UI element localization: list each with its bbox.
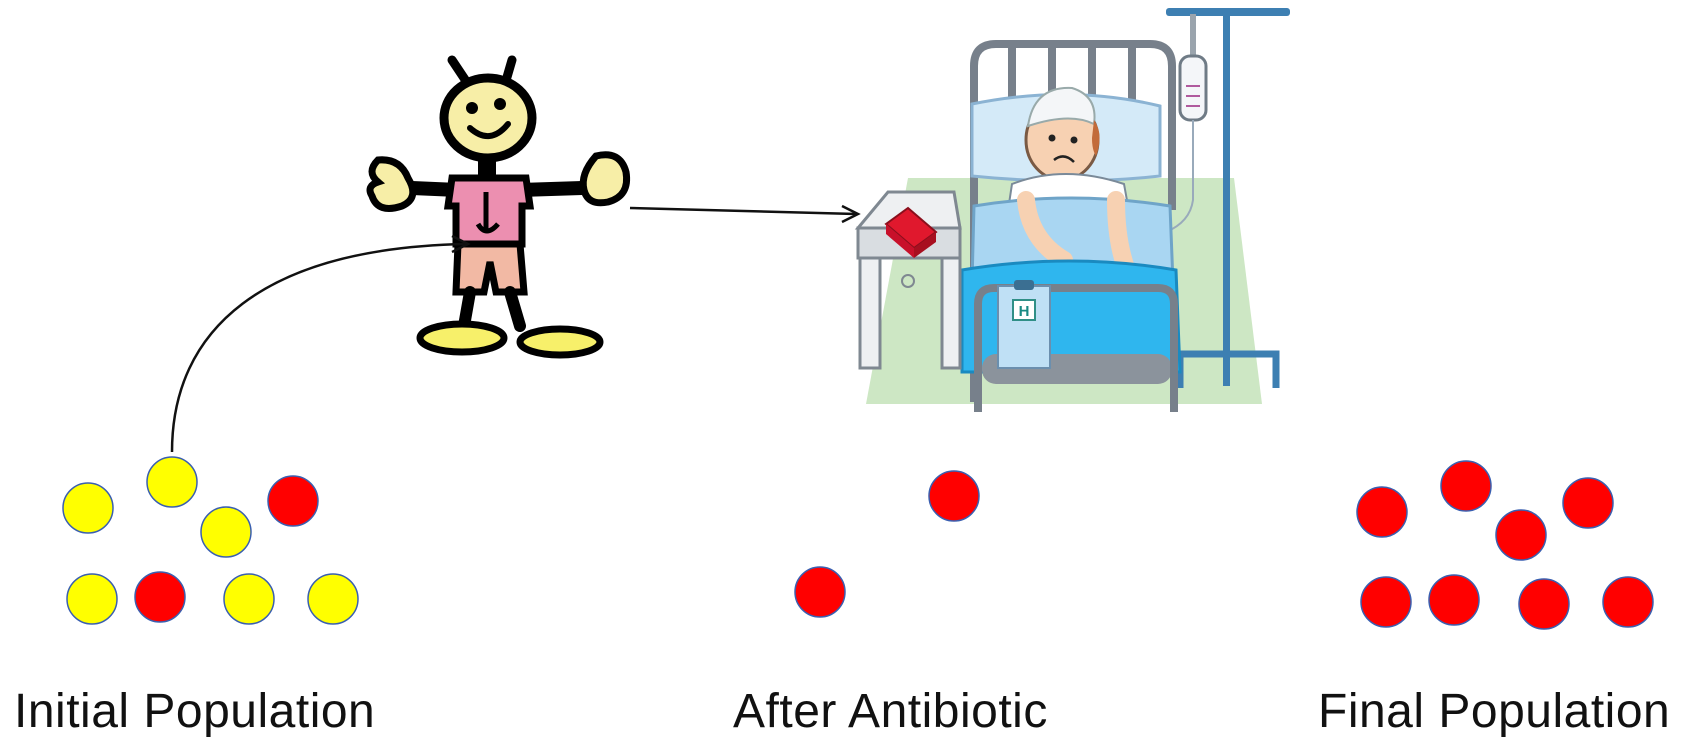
susceptible-bacterium [147, 457, 197, 507]
chart-badge: H [1019, 303, 1030, 320]
resistant-bacterium [135, 572, 185, 622]
resistant-bacterium [929, 471, 979, 521]
after-antibiotic-caption: After Antibiotic [733, 684, 1048, 739]
resistant-bacterium [1357, 487, 1407, 537]
hospital-bed-scene: H [858, 8, 1290, 412]
resistant-bacterium [1519, 579, 1569, 629]
susceptible-bacterium [63, 483, 113, 533]
initial-population [63, 457, 358, 624]
resistant-bacterium [795, 567, 845, 617]
resistant-bacterium [1603, 577, 1653, 627]
resistant-bacterium [1441, 461, 1491, 511]
resistant-bacterium [1496, 510, 1546, 560]
after-antibiotic-population [795, 471, 979, 617]
susceptible-bacterium [67, 574, 117, 624]
final-population [1357, 461, 1653, 629]
resistant-bacterium [1563, 478, 1613, 528]
initial-population-caption: Initial Population [14, 684, 375, 739]
susceptible-bacterium [308, 574, 358, 624]
person-figure [370, 52, 632, 355]
resistant-bacterium [1429, 575, 1479, 625]
susceptible-bacterium [224, 574, 274, 624]
final-population-caption: Final Population [1318, 684, 1670, 739]
resistant-bacterium [268, 476, 318, 526]
susceptible-bacterium [201, 507, 251, 557]
arrow-to-hospital [630, 208, 856, 214]
resistant-bacterium [1361, 577, 1411, 627]
